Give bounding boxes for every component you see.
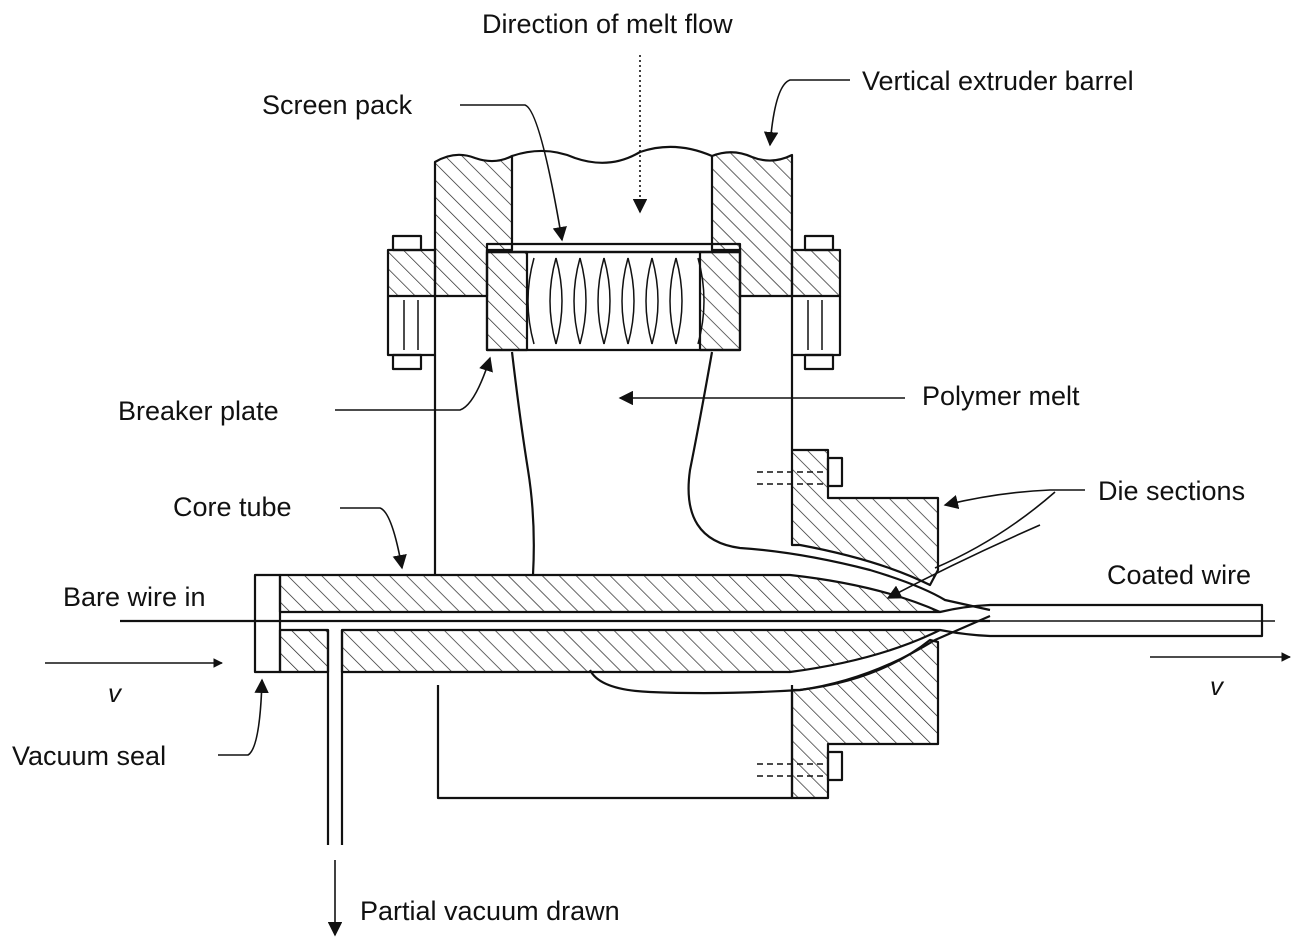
label-core-tube: Core tube: [173, 492, 292, 522]
label-breaker-plate: Breaker plate: [118, 396, 279, 426]
leader-core-tube: [340, 507, 407, 570]
bolt-head-top-right: [803, 234, 835, 252]
leader-breaker-plate: [335, 356, 493, 411]
label-coated-wire: Coated wire: [1107, 560, 1251, 590]
screen-pack: [485, 242, 742, 254]
label-bare-wire-in: Bare wire in: [63, 582, 206, 612]
vacuum-pipe: [326, 630, 344, 845]
die-section-lower: [757, 638, 940, 800]
label-polymer-melt: Polymer melt: [922, 381, 1080, 411]
die-bolt-upper: [826, 456, 844, 488]
core-tube: [278, 573, 942, 674]
right-flange: [790, 234, 842, 371]
label-die-sections: Die sections: [1098, 476, 1245, 506]
bolt-head-top-left: [391, 234, 423, 252]
barrel-bore-cut: [511, 145, 713, 164]
breaker-plate-holes: [527, 257, 705, 345]
leader-vacuum-seal: [218, 678, 269, 756]
barrel-left-wall: [433, 153, 514, 298]
melt-flow-lower-boundary: [589, 614, 991, 695]
melt-flow-right-boundary: [687, 351, 991, 612]
leader-barrel: [763, 79, 850, 147]
leader-die-lower: [934, 491, 1056, 569]
label-direction-of-melt-flow: Direction of melt flow: [482, 9, 733, 39]
label-screen-pack: Screen pack: [262, 90, 413, 120]
left-flange: [386, 234, 437, 371]
leader-screen-pack: [460, 104, 567, 242]
leader-die-upper: [943, 489, 1085, 510]
label-velocity-out: v: [1210, 671, 1225, 701]
label-velocity-in: v: [108, 678, 123, 708]
vacuum-seal: [253, 573, 282, 674]
screen-pack-assembly: [485, 242, 742, 352]
label-partial-vacuum-drawn: Partial vacuum drawn: [360, 896, 620, 926]
bolt-head-bottom-right: [803, 353, 835, 371]
die-bolt-lower: [826, 750, 844, 782]
melt-flow-left-boundary: [510, 351, 535, 576]
bolt-head-bottom-left: [391, 353, 423, 371]
leader-melt-gap: [886, 524, 1041, 599]
label-vertical-extruder-barrel: Vertical extruder barrel: [862, 66, 1134, 96]
label-vacuum-seal: Vacuum seal: [12, 741, 166, 771]
die-section-upper: [757, 448, 940, 587]
die-housing-bottom: [436, 685, 794, 800]
